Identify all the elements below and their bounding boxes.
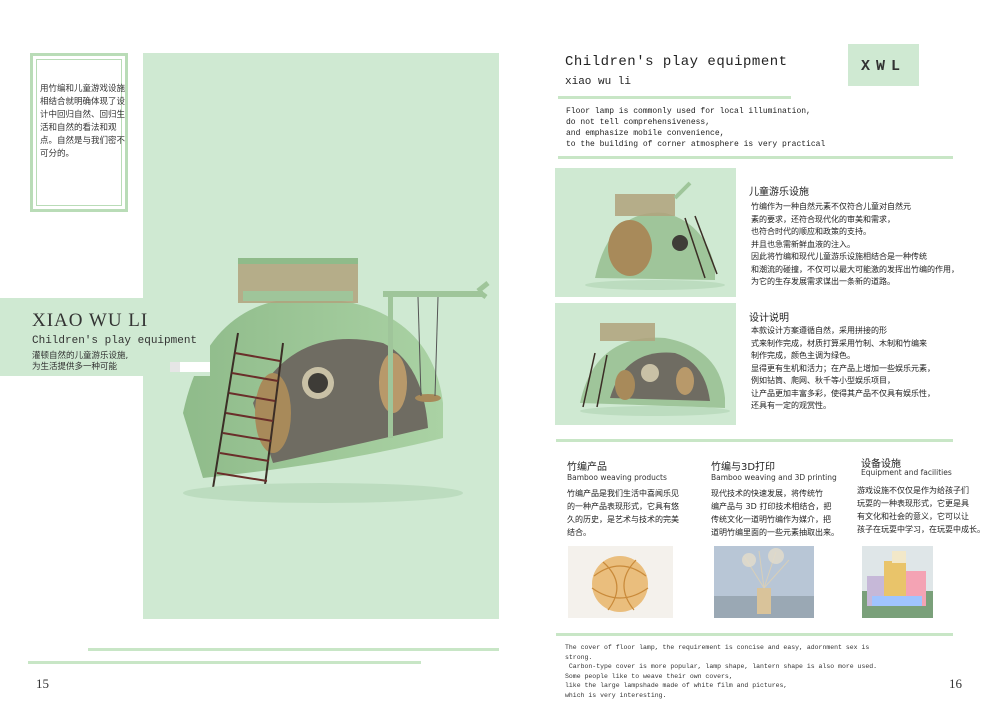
bottom-divider-1 [88,648,499,651]
footer-line: The cover of floor lamp, the requirement… [565,644,870,661]
logo-box [848,44,919,86]
play-structure-render [585,181,725,290]
body-line: 有文化和社会的意义，它可以让 [857,512,969,521]
body-line: 本款设计方案遵循自然，采用拼接的形 [751,326,887,335]
body-line: 编产品与 3D 打印技术相结合，把 [711,502,832,511]
body-line: 制作完成，颜色主调为绿色。 [751,351,855,360]
footer-line: which is very interesting. [565,691,667,699]
left-title: XIAO WU LI [32,310,149,331]
right-description: Floor lamp is commonly used for local il… [566,106,825,150]
column-subtitle: Bamboo weaving and 3D printing [711,473,837,482]
column-body: 竹编产品是我们生活中喜闻乐见 的一种产品表现形式，它具有悠 久的历史，是艺术与技… [567,487,697,539]
description-line: Floor lamp is commonly used for local il… [566,107,811,116]
play-structure-render [183,258,490,503]
body-line: 例如钻筒、爬网、秋千等小型娱乐项目， [751,376,895,385]
body-line: 道明竹编里面的一些元素抽取出来。 [711,528,839,537]
page-number-right: 16 [949,676,962,691]
intro-inner-frame [36,59,122,206]
footer-line: Carbon-type cover is more popular, lamp … [565,663,878,671]
section-title-design-notes: 设计说明 [749,313,789,324]
body-line: 和潮流的碰撞，不仅可以最大可能激的发挥出竹编的作用， [751,264,959,274]
column-body: 现代技术的快速发展，将传统竹 编产品与 3D 打印技术相结合，把 传统文化一道明… [711,487,843,539]
column-subtitle: Equipment and facilities [861,468,952,477]
description-line: and emphasize mobile convenience, [566,129,725,138]
body-line: 也符合时代的顺应和政策的支持。 [751,227,871,236]
section-body-play-facilities: 竹编作为一种自然元素不仅符合儿童对自然元 素的要求，还符合现代化的审美和需求， … [751,201,976,289]
body-line: 现代技术的快速发展，将传统竹 [711,489,823,498]
divider-top-long [558,156,953,159]
left-desc-line: 为生活提供多一种可能 [32,362,118,372]
column-title-equipment: 设备设施 [861,459,901,470]
section-body-design-notes: 本款设计方案遵循自然，采用拼接的形 式来制作完成，材质打算采用竹制、木制和竹编来… [751,325,976,413]
column-title-bamboo-3d-printing: 竹编与3D打印 [711,462,776,473]
footer-line: Some people like to weave their own cove… [565,672,733,680]
column-body: 游戏设施不仅仅是作为给孩子们 玩耍的一种表现形式，它更是具 有文化和社会的意义，… [857,484,987,536]
logo-text: XWL [860,58,906,75]
bamboo-ball-lamp-photo [568,546,673,618]
body-line: 传统文化一道明竹编作为媒介，把 [711,515,831,524]
left-subtitle: Children's play equipment [32,335,198,347]
intro-text: 用竹编和儿童游戏设施相结合就明确体现了设计中回归自然、回归生活和自然的看法和观点… [40,84,126,159]
body-line: 让产品更加丰富多彩，使得其产品不仅具有娱乐性， [751,388,935,398]
render-image-front [555,168,736,297]
body-line: 游戏设施不仅仅是作为给孩子们 [857,486,969,495]
column-subtitle: Bamboo weaving products [567,473,667,482]
description-line: do not tell comprehensiveness, [566,118,711,127]
footer-line: like the large lampshade made of white f… [565,682,788,690]
right-title: Children's play equipment [565,54,788,70]
page-number-left: 15 [36,676,49,691]
body-line: 的一种产品表现形式，它具有悠 [567,502,679,511]
body-line: 孩子在玩耍中学习，在玩耍中成长。 [857,525,985,534]
3d-printed-vase-photo [714,546,814,618]
intro-frame [30,53,128,212]
toy-blocks-photo [862,546,933,618]
description-line: to the building of corner atmosphere is … [566,140,826,149]
body-line: 玩耍的一种表现形式，它更是具 [857,499,969,508]
divider-top-short [558,96,791,99]
body-line: 素的要求，还符合现代化的审美和需求， [751,214,895,224]
body-line: 因此将竹编和现代儿童游乐设施相结合是一种传统 [751,252,927,261]
divider-bottom [556,633,953,636]
body-line: 式来制作完成，材质打算采用竹制、木制和竹编来 [751,338,927,348]
body-line: 为它的生存发展需求谋出一条新的道路。 [751,277,895,286]
bottom-divider-2 [28,661,421,664]
section-title-play-facilities: 儿童游乐设施 [749,187,809,198]
divider-middle [556,439,953,442]
left-description: 灌顿自然的儿童游乐设施, 为生活提供多一种可能 [32,351,128,373]
left-green-panel [143,53,499,619]
render-image-side [555,303,736,425]
body-line: 久的历史，是艺术与技术的完美 [567,515,679,524]
body-line: 结合。 [567,528,591,537]
body-line: 竹编作为一种自然元素不仅符合儿童对自然元 [751,202,911,211]
play-structure-render [580,323,730,416]
column-title-bamboo-products: 竹编产品 [567,462,607,473]
body-line: 显得更有生机和活力；在产品上增加一些娱乐元素， [751,363,935,373]
right-subtitle: xiao wu li [565,76,632,88]
footer-text: The cover of floor lamp, the requirement… [565,643,895,701]
body-line: 竹编产品是我们生活中喜闻乐见 [567,489,679,498]
left-white-bar [170,362,210,372]
left-gray-bar [170,362,180,372]
left-desc-line: 灌顿自然的儿童游乐设施, [32,351,129,361]
body-line: 并且也急需新鲜血液的注入。 [751,239,855,249]
body-line: 还具有一定的观赏性。 [751,401,831,410]
